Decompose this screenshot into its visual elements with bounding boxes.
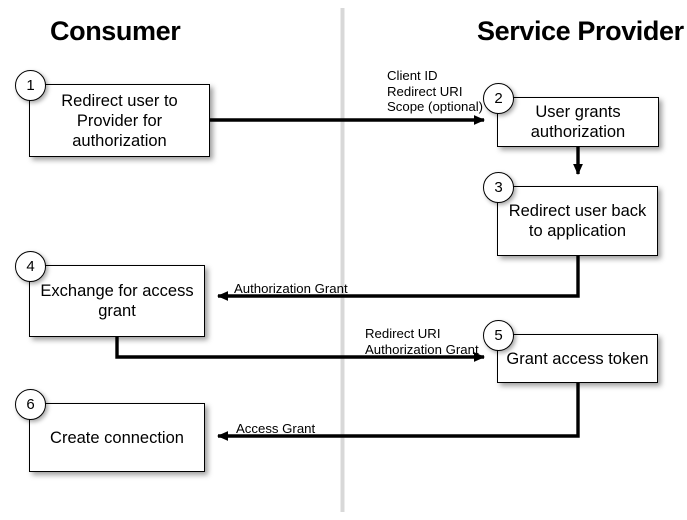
edge-label-redirect-uri-authorization-grant: Redirect URI Authorization Grant	[365, 326, 479, 357]
node-user-grants-authorization[interactable]: User grants authorization	[497, 97, 659, 147]
lane-title-service-provider: Service Provider	[477, 16, 684, 46]
edge-3-to-4	[217, 256, 580, 301]
edge-5-to-6	[217, 383, 580, 441]
node-redirect-user-to-provider[interactable]: Redirect user to Provider for authorizat…	[29, 84, 210, 157]
node-label: Exchange for access grant	[40, 282, 194, 320]
step-badge-3: 3	[483, 172, 514, 203]
node-label: Redirect user back to application	[508, 202, 647, 240]
step-badge-4: 4	[15, 251, 46, 282]
node-grant-access-token[interactable]: Grant access token	[497, 334, 658, 383]
node-label: Grant access token	[506, 349, 649, 368]
edge-4-to-5	[115, 337, 485, 362]
node-create-connection[interactable]: Create connection	[29, 403, 205, 472]
node-label: User grants authorization	[530, 103, 626, 141]
edge-label-access-grant: Access Grant	[236, 421, 316, 436]
step-badge-1: 1	[15, 70, 46, 101]
node-exchange-for-access-grant[interactable]: Exchange for access grant	[29, 265, 205, 337]
edge-label-client-id: Client ID Redirect URI Scope (optional)	[387, 68, 484, 114]
node-label: Create connection	[50, 428, 184, 447]
node-label: Redirect user to Provider for authorizat…	[61, 91, 178, 150]
node-redirect-user-back-to-application[interactable]: Redirect user back to application	[497, 186, 658, 256]
lane-title-consumer: Consumer	[50, 16, 181, 46]
edge-label-authorization-grant: Authorization Grant	[234, 281, 348, 296]
step-badge-6: 6	[15, 389, 46, 420]
step-badge-5: 5	[483, 320, 514, 351]
step-badge-2: 2	[483, 83, 514, 114]
